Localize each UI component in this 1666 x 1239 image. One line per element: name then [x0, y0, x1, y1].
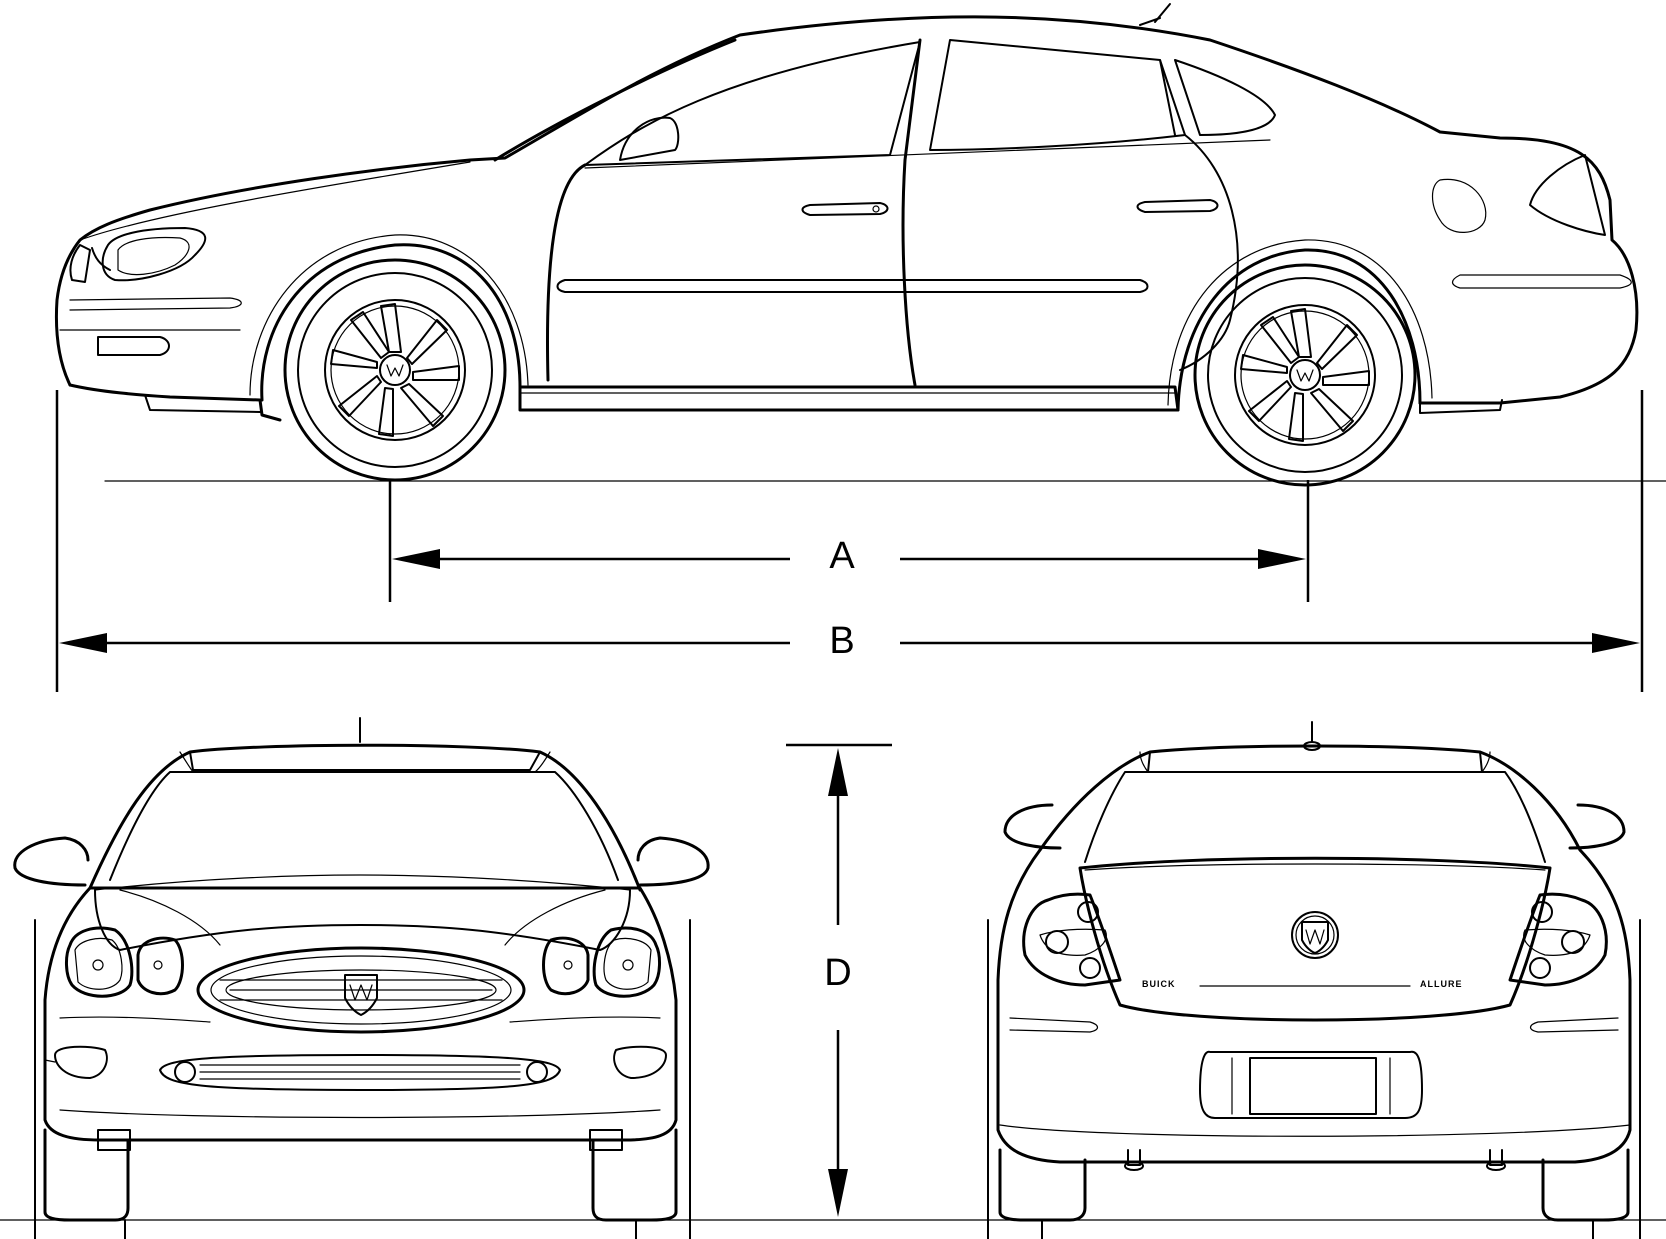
- front-door-handle: [801, 202, 889, 216]
- side-underside-front: [68, 383, 282, 422]
- front-grille: [196, 946, 526, 1034]
- front-fog-right: [613, 1045, 667, 1079]
- dimension-a-label: A: [829, 535, 855, 577]
- right-exhaust: [1489, 1149, 1503, 1166]
- side-view: [54, 3, 1666, 487]
- rear-wheel-arch: [1176, 248, 1422, 412]
- side-front-window: [584, 41, 921, 166]
- front-windshield: [109, 771, 619, 881]
- rear-logo: [1291, 911, 1339, 959]
- side-quarter-window: [1174, 59, 1276, 136]
- rear-left-tire: [998, 1148, 1087, 1222]
- rear-right-tire: [1541, 1148, 1630, 1222]
- trunk-lid: [1078, 856, 1552, 1022]
- front-body-outline: [43, 886, 678, 1142]
- side-taillight: [1529, 154, 1606, 236]
- rear-left-mirror: [1003, 803, 1062, 850]
- rear-badge-left: BUICK: [1142, 979, 1176, 989]
- rear-window: [1084, 771, 1546, 863]
- front-fog-left: [54, 1045, 108, 1079]
- license-plate: [1249, 1057, 1377, 1115]
- front-roof-outline: [88, 743, 642, 892]
- side-fog-light: [97, 336, 170, 356]
- fuel-door: [1431, 178, 1487, 233]
- front-view: [0, 717, 1666, 1239]
- rear-door-line: [1179, 134, 1239, 371]
- front-lower-intake: [159, 1054, 561, 1091]
- rear-wheel: [1193, 263, 1417, 487]
- side-body-outline: [54, 15, 1639, 405]
- left-exhaust: [1127, 1149, 1141, 1166]
- front-door-line: [545, 163, 587, 382]
- dimension-d-label: D: [824, 952, 851, 994]
- dimension-d: D: [786, 743, 892, 1217]
- dimension-b: B: [55, 390, 1644, 692]
- side-mirror: [619, 116, 680, 161]
- rear-view: BUICK ALLURE: [987, 721, 1641, 1239]
- side-rocker: [518, 385, 1180, 412]
- front-left-mirror: [13, 836, 90, 887]
- side-windshield: [493, 38, 737, 162]
- rear-right-mirror: [1568, 803, 1626, 850]
- b-pillar-line: [901, 38, 922, 387]
- side-rear-window: [929, 39, 1186, 151]
- side-moulding: [556, 279, 1149, 293]
- side-headlight: [101, 227, 207, 282]
- rear-taillights: [1022, 892, 1608, 987]
- rear-door-handle: [1136, 199, 1219, 213]
- dimension-b-label: B: [829, 620, 854, 662]
- front-headlights: [65, 926, 661, 998]
- front-wheel: [283, 258, 507, 482]
- front-right-mirror: [636, 836, 710, 887]
- license-plate-recess: [1199, 1050, 1423, 1119]
- rear-body-outline: [996, 848, 1632, 1164]
- rear-badge-right: ALLURE: [1420, 979, 1463, 989]
- front-left-tire: [43, 1128, 130, 1222]
- front-wheel-arch: [260, 243, 522, 402]
- dimension-a: A: [388, 480, 1310, 602]
- front-right-tire: [591, 1128, 678, 1222]
- front-logo: [344, 974, 378, 1016]
- rear-roof-outline: [1038, 744, 1582, 852]
